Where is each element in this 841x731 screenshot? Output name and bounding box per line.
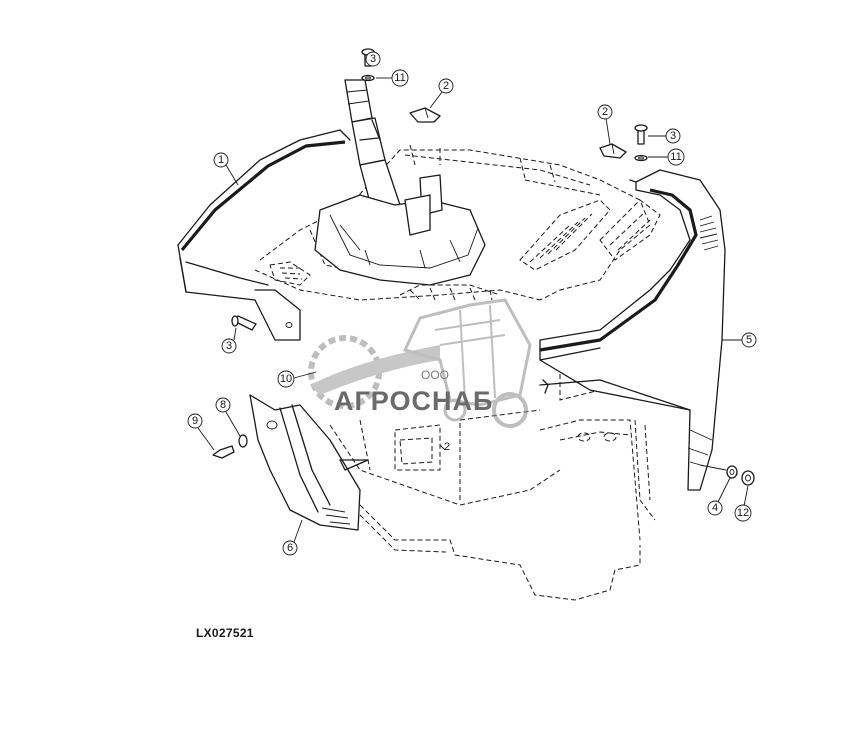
callout-3b-label: 3 <box>670 130 676 142</box>
callout-5-label: 5 <box>746 334 752 346</box>
steering-column <box>314 79 486 286</box>
callout-1-label: 1 <box>218 154 224 166</box>
callout-5-circle <box>741 332 757 348</box>
watermark-name: АГРОСНАБ <box>334 386 493 416</box>
console-body <box>329 350 656 601</box>
callout-1-circle <box>213 152 229 168</box>
callout-4-label: 4 <box>712 502 718 514</box>
callout-10-circle <box>277 370 295 388</box>
callout-2b-label: 2 <box>602 106 608 118</box>
callout-6-label: 6 <box>287 542 293 554</box>
callout-11a-label: 11 <box>394 72 405 84</box>
callout-10-label: 10 <box>280 373 292 385</box>
part-5-side-panel <box>539 169 726 491</box>
callout-11b-label: 11 <box>670 151 681 163</box>
part-1-cowl-shroud <box>177 129 351 341</box>
callout-12-circle <box>734 504 752 522</box>
callout-11a-circle <box>391 69 409 87</box>
callout-2a-circle <box>438 78 454 94</box>
callout-9-label: 9 <box>192 415 198 427</box>
watermark-prefix: ООО <box>421 368 449 382</box>
callout-8-label: 8 <box>220 399 226 411</box>
callout-2c-label: 2 <box>444 441 450 453</box>
callout-6-circle <box>282 540 298 556</box>
part-6-lower-panel <box>249 394 369 531</box>
callout-8-circle <box>215 397 231 413</box>
callout-3a-circle <box>365 51 381 67</box>
callout-3c-label: 3 <box>226 340 232 352</box>
console-top <box>254 144 661 301</box>
callout-12-label: 12 <box>737 507 749 519</box>
callout-4-circle <box>707 500 723 516</box>
callout-2a-label: 2 <box>443 80 449 92</box>
callout-11b-circle <box>667 148 685 166</box>
callout-3c-circle <box>221 338 237 354</box>
hardware <box>212 48 755 486</box>
callout-2b-circle <box>597 104 613 120</box>
callout-9-circle <box>187 413 203 429</box>
figure-id: LX027521 <box>196 626 254 640</box>
callout-3a-label: 3 <box>370 53 376 65</box>
callouts: 1 2 2 2 3 3 3 4 5 6 <box>187 51 757 556</box>
callout-3b-circle <box>665 128 681 144</box>
watermark <box>308 298 532 428</box>
